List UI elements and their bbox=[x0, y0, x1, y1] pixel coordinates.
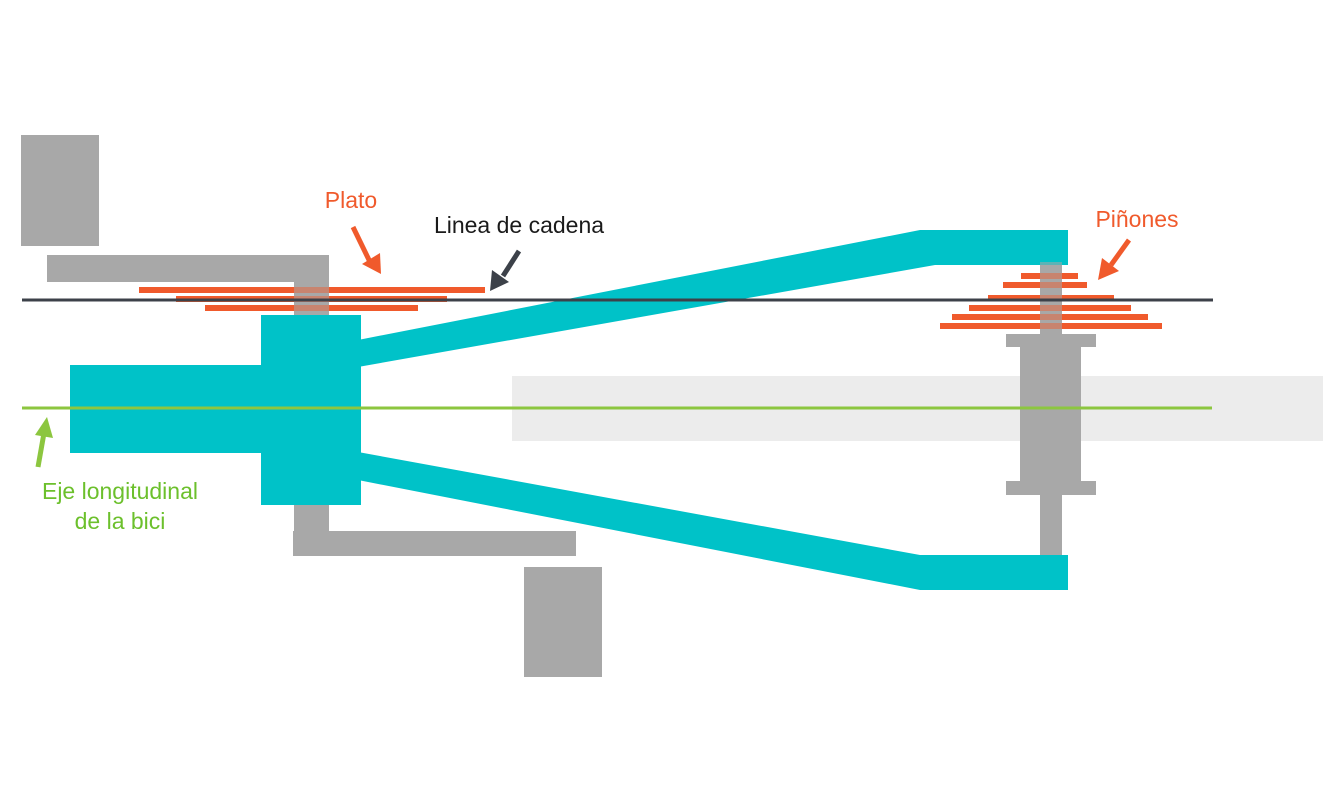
left-pedal bbox=[21, 135, 99, 246]
plato-arrow bbox=[350, 225, 381, 274]
bottom-bracket-shell bbox=[261, 315, 361, 505]
pinones-arrow bbox=[1098, 238, 1132, 280]
chainline-arrow bbox=[490, 249, 522, 291]
hub-flange-top bbox=[1006, 334, 1096, 347]
cassette-spacer-overlay bbox=[1040, 262, 1062, 334]
axis-label-line2: de la bici bbox=[75, 508, 166, 534]
right-pedal bbox=[524, 567, 602, 677]
rear-hub-body bbox=[1020, 347, 1081, 481]
chainstay-bottom bbox=[358, 452, 1068, 590]
axis-label-line1: Eje longitudinal bbox=[42, 478, 198, 504]
plato-label: Plato bbox=[325, 187, 377, 213]
axis-arrow bbox=[35, 417, 53, 468]
right-crank-arm bbox=[293, 531, 576, 556]
hub-flange-bottom bbox=[1006, 481, 1096, 495]
left-crank-arm bbox=[47, 255, 329, 282]
right-crank-spindle bbox=[294, 504, 329, 532]
chainline-label: Linea de cadena bbox=[434, 212, 604, 238]
pinones-label: Piñones bbox=[1095, 206, 1178, 232]
rear-axle-bottom bbox=[1040, 495, 1062, 555]
